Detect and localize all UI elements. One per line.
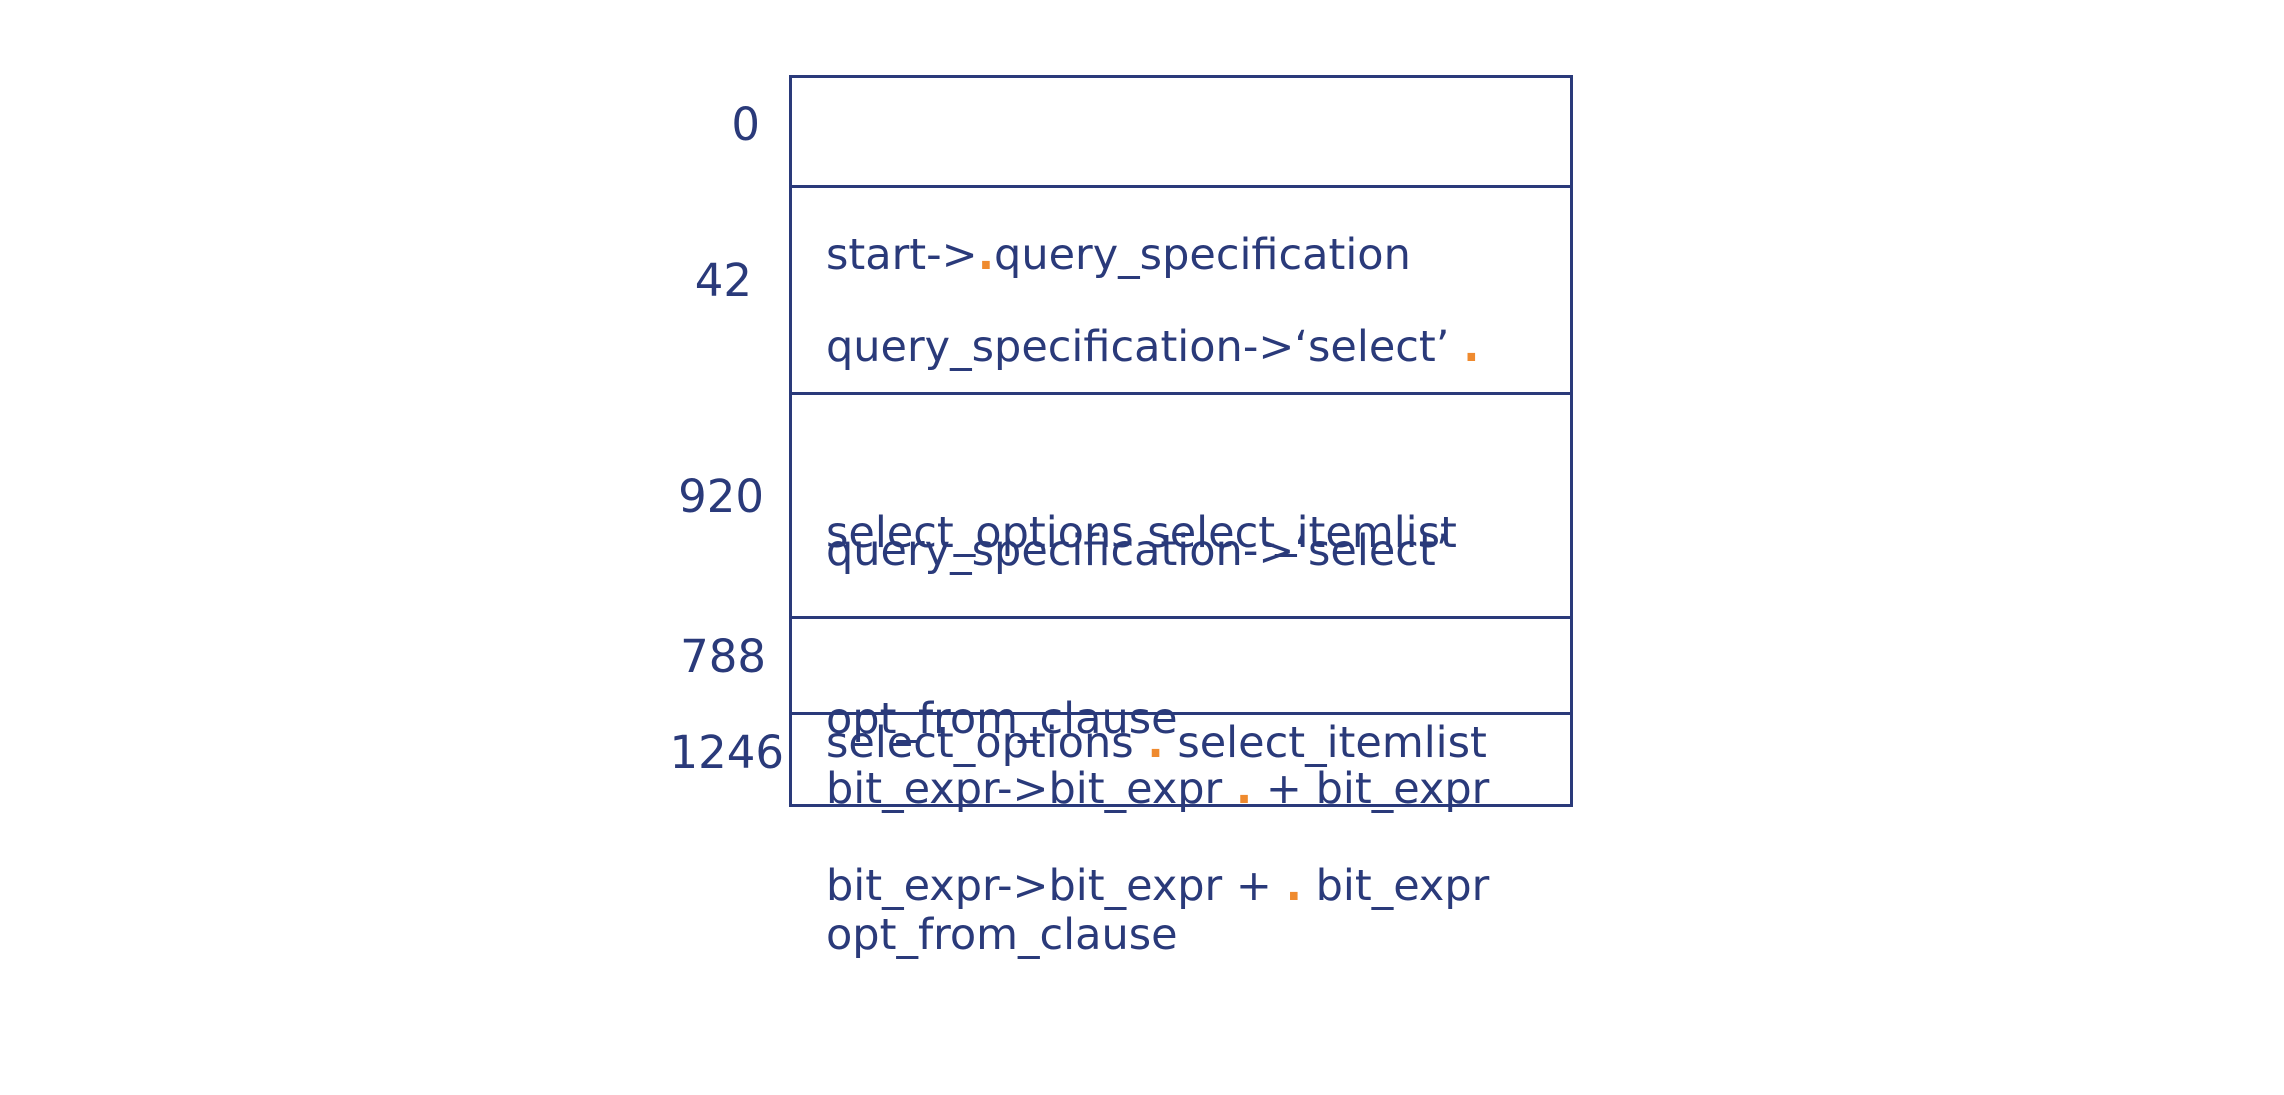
item-line: query_specification->‘select’	[826, 526, 1450, 576]
item-text-42: query_specification->‘select’ . select_o…	[826, 192, 1479, 874]
lr-item-state-diagram: 0 42 920 788 1246 start->.query_specific…	[669, 75, 1573, 960]
item-text-788: bit_expr->bit_expr . + bit_expr	[826, 634, 1489, 944]
item-row-920: query_specification->‘select’ select_opt…	[792, 392, 1570, 960]
item-dot: .	[1285, 861, 1302, 911]
item-text-1246: bit_expr->bit_expr + . bit_expr	[826, 731, 1489, 1041]
item-line: query_specification->‘select’ .	[826, 322, 1480, 372]
item-dot: .	[977, 230, 995, 280]
item-line: bit_expr->bit_expr + . bit_expr	[826, 861, 1490, 911]
item-row-788: bit_expr->bit_expr . + bit_expr	[792, 616, 1570, 814]
item-line: select_options . select_itemlist	[826, 718, 1487, 768]
item-table: start->.query_specification query_specif…	[789, 75, 1573, 960]
state-number-42: 42	[694, 254, 752, 307]
item-dot: .	[1463, 322, 1480, 372]
item-line: start->.query_specification	[826, 230, 1411, 280]
state-number-0: 0	[731, 98, 760, 151]
state-number-1246: 1246	[669, 726, 784, 779]
state-number-788: 788	[680, 630, 766, 683]
item-text-0: start->.query_specification	[826, 100, 1411, 410]
item-dot: .	[1147, 718, 1164, 768]
item-line: select_options select_itemlist	[826, 508, 1457, 558]
item-line: opt_from_clause	[826, 694, 1178, 744]
item-line: bit_expr->bit_expr . + bit_expr	[826, 764, 1490, 814]
item-row-0: start->.query_specification	[792, 78, 1570, 280]
item-row-1246: bit_expr->bit_expr + . bit_expr	[792, 712, 1570, 911]
item-dot: .	[1235, 764, 1253, 814]
item-row-42: query_specification->‘select’ . select_o…	[792, 185, 1570, 744]
state-number-920: 920	[678, 470, 764, 523]
